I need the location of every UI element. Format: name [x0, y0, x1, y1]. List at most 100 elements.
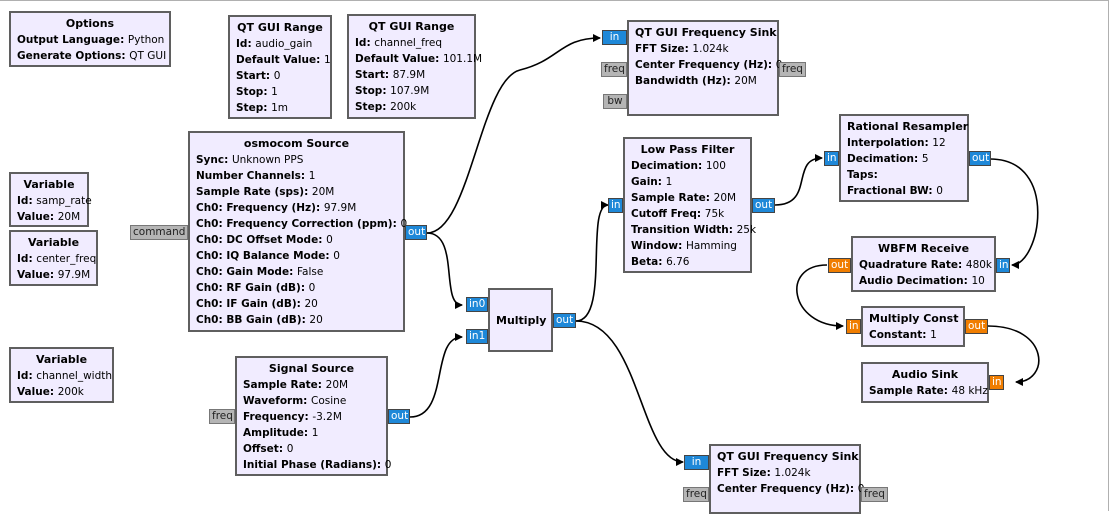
param-row: Ch0: BB Gain (dB): 20 — [196, 314, 323, 326]
block-title: QT GUI Range — [237, 21, 323, 34]
block-title: QT GUI Range — [368, 20, 455, 33]
multiply-block[interactable]: Multiply — [488, 288, 553, 352]
param-row: Beta: 6.76 — [631, 256, 690, 268]
block-title: Audio Sink — [891, 368, 959, 381]
param-row: FFT Size: 1.024k — [717, 467, 811, 479]
audio-sink-in-port[interactable]: in — [989, 375, 1004, 390]
freq-sink-2-in-port[interactable]: in — [684, 455, 709, 470]
param-row: Default Value: 1 — [236, 54, 331, 66]
variable-samp-rate-block[interactable]: Variable Id: samp_rate Value: 20M — [9, 172, 92, 227]
wbfm-out-port[interactable]: out — [828, 258, 851, 273]
variable-channel-width-block[interactable]: Variable Id: channel_width Value: 200k — [9, 347, 114, 403]
freq-sink-1-bw-port[interactable]: bw — [603, 94, 627, 109]
block-title: Multiply — [496, 314, 547, 327]
param-row: Fractional BW: 0 — [847, 185, 943, 197]
low-pass-filter-block[interactable]: Low Pass Filter Decimation: 100 Gain: 1 … — [623, 137, 757, 273]
param-row: Number Channels: 1 — [196, 170, 316, 182]
param-row: Bandwidth (Hz): 20M — [635, 75, 757, 87]
param-row: Amplitude: 1 — [243, 427, 319, 439]
qt-gui-range-audio-gain-block[interactable]: QT GUI Range Id: audio_gain Default Valu… — [228, 15, 332, 119]
param-row: Interpolation: 12 — [847, 137, 946, 149]
param-row: Id: audio_gain — [236, 38, 313, 50]
block-title: Variable — [35, 353, 88, 366]
wire-multconst-to-audiosink — [987, 325, 1040, 386]
lpf-in-port[interactable]: in — [608, 198, 623, 213]
wbfm-in-port[interactable]: in — [996, 258, 1010, 273]
param-row: Sample Rate: 20M — [243, 379, 349, 391]
multiply-in1-port[interactable]: in1 — [466, 329, 488, 344]
freq-sink-1-freq-out-port[interactable]: freq — [779, 62, 806, 77]
param-row: Generate Options: QT GUI — [17, 50, 167, 62]
param-row: Frequency: -3.2M — [243, 411, 342, 423]
canvas-top-border — [0, 0, 1109, 1]
param-row: Waveform: Cosine — [243, 395, 347, 407]
block-title: Options — [65, 17, 115, 30]
audio-sink-block[interactable]: Audio Sink Sample Rate: 48 kHz — [861, 362, 989, 403]
param-row: Ch0: RF Gain (dB): 0 — [196, 282, 316, 294]
multiply-const-in-port[interactable]: in — [846, 319, 861, 334]
qt-gui-range-channel-freq-block[interactable]: QT GUI Range Id: channel_freq Default Va… — [347, 14, 483, 119]
param-row: Cutoff Freq: 75k — [631, 208, 725, 220]
multiply-const-out-port[interactable]: out — [965, 319, 988, 334]
wire-lpf-to-resampler — [774, 154, 823, 206]
osmocom-source-block[interactable]: osmocom Source Sync: Unknown PPS Number … — [188, 131, 408, 332]
wire-osmocom-to-multiply — [426, 232, 463, 309]
param-row: Center Frequency (Hz): 0 — [635, 59, 782, 71]
resampler-in-port[interactable]: in — [824, 151, 839, 166]
param-row: Default Value: 101.1M — [355, 53, 483, 65]
param-row: Ch0: DC Offset Mode: 0 — [196, 234, 333, 246]
param-row: Value: 97.9M — [17, 269, 91, 281]
osmocom-out-port[interactable]: out — [405, 225, 427, 240]
lpf-out-port[interactable]: out — [752, 198, 775, 213]
qt-gui-frequency-sink-block-1[interactable]: QT GUI Frequency Sink FFT Size: 1.024k C… — [627, 20, 782, 116]
param-row: Id: channel_width — [17, 370, 113, 382]
param-row: Center Frequency (Hz): 0 — [717, 483, 864, 495]
param-row: Ch0: Frequency Correction (ppm): 0 — [196, 218, 408, 230]
multiply-const-block[interactable]: Multiply Const Constant: 1 — [861, 306, 965, 347]
wire-resampler-to-wbfm — [989, 158, 1039, 269]
freq-sink-2-freq-in-port[interactable]: freq — [683, 487, 709, 502]
signal-source-out-port[interactable]: out — [388, 409, 410, 424]
signal-source-block[interactable]: Signal Source Sample Rate: 20M Waveform:… — [235, 356, 392, 476]
wire-multiply-to-freqsink2 — [575, 320, 684, 466]
wire-wbfm-to-multconst — [796, 264, 844, 330]
block-title: Variable — [23, 178, 75, 191]
rational-resampler-block[interactable]: Rational Resampler Interpolation: 12 Dec… — [839, 114, 969, 202]
param-row: Transition Width: 25k — [631, 224, 757, 236]
wire-multiply-to-lpf — [575, 201, 609, 322]
block-title: QT GUI Frequency Sink — [717, 450, 859, 463]
freq-sink-1-freq-in-port[interactable]: freq — [601, 62, 627, 77]
param-row: Decimation: 100 — [631, 160, 726, 172]
param-row: Ch0: IQ Balance Mode: 0 — [196, 250, 340, 262]
variable-center-freq-block[interactable]: Variable Id: center_freq Value: 97.9M — [9, 230, 98, 286]
qt-gui-frequency-sink-block-2[interactable]: QT GUI Frequency Sink FFT Size: 1.024k C… — [709, 444, 864, 514]
wbfm-receive-block[interactable]: WBFM Receive Quadrature Rate: 480k Audio… — [851, 236, 996, 292]
wire-signal-to-multiply — [409, 333, 463, 418]
options-block[interactable]: Options Output Language: Python Generate… — [9, 11, 171, 67]
param-row: Start: 0 — [236, 70, 281, 82]
param-row: Quadrature Rate: 480k — [859, 259, 993, 271]
param-row: Sample Rate: 48 kHz — [869, 385, 988, 397]
block-title: Multiply Const — [869, 312, 959, 325]
param-row: Id: channel_freq — [355, 37, 443, 49]
resampler-out-port[interactable]: out — [969, 151, 991, 166]
signal-source-freq-port[interactable]: freq — [209, 409, 235, 424]
block-title: WBFM Receive — [877, 242, 970, 255]
param-row: Sample Rate (sps): 20M — [196, 186, 335, 198]
param-row: Initial Phase (Radians): 0 — [243, 459, 392, 471]
param-row: Stop: 1 — [236, 86, 278, 98]
freq-sink-2-freq-out-port[interactable]: freq — [861, 487, 888, 502]
param-row: Step: 200k — [355, 101, 417, 113]
param-row: Ch0: Gain Mode: False — [196, 266, 324, 278]
multiply-in0-port[interactable]: in0 — [466, 297, 488, 312]
multiply-out-port[interactable]: out — [553, 313, 576, 328]
osmocom-command-port[interactable]: command — [130, 225, 188, 240]
block-title: QT GUI Frequency Sink — [635, 26, 777, 39]
param-row: Decimation: 5 — [847, 153, 929, 165]
param-row: Taps: — [847, 169, 878, 181]
param-row: Ch0: Frequency (Hz): 97.9M — [196, 202, 357, 214]
block-title: Rational Resampler — [847, 120, 969, 133]
freq-sink-1-in-port[interactable]: in — [602, 30, 627, 45]
param-row: Audio Decimation: 10 — [859, 275, 985, 287]
